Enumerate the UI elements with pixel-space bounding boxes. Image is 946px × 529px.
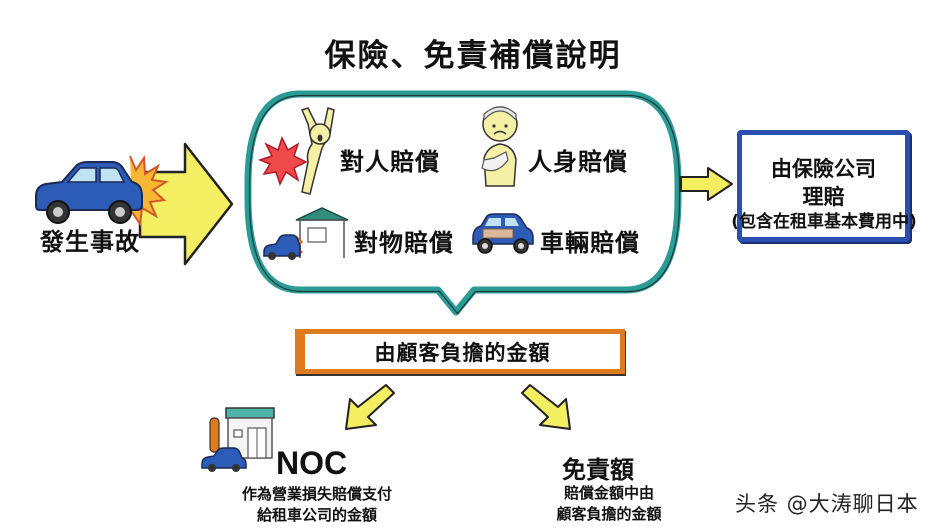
bandaged-person-icon <box>481 106 518 187</box>
injured-person-impact-icon <box>257 107 335 195</box>
watermark: 头条 @大涛聊日本 <box>735 492 919 516</box>
insurer-pays-box: 由保險公司 理賠 <box>737 130 910 242</box>
coverage-item-property-damage: 對物賠償 <box>354 229 454 257</box>
deductible-description: 賠償金額中由 顧客負擔的金額 <box>548 483 670 525</box>
accident-label: 發生事故 <box>40 228 140 256</box>
insurer-box-line1: 由保險公司 <box>771 157 876 181</box>
arrow-down-left-icon <box>345 384 395 430</box>
customer-box-label: 由顧客負擔的金額 <box>374 340 551 365</box>
customer-pays-box: 由顧客負擔的金額 <box>295 329 625 374</box>
coverage-speech-bubble <box>244 90 682 316</box>
rental-shop-icon <box>201 407 275 472</box>
noc-desc-line1: 作為營業損失賠償支付 <box>241 485 392 503</box>
noc-desc-line2: 給租車公司的金額 <box>256 506 377 524</box>
coverage-item-bodily-injury: 對人賠償 <box>340 148 440 176</box>
car-hits-house-icon <box>263 207 349 260</box>
coverage-item-personal-injury: 人身賠償 <box>528 148 628 176</box>
insurer-box-note: (包含在租車基本費用中) <box>731 212 917 232</box>
insurer-box-line2: 理賠 <box>802 185 845 209</box>
arrow-down-right-icon <box>521 384 571 430</box>
big-arrow-right-icon <box>138 142 234 266</box>
damaged-car-icon <box>472 213 534 254</box>
diagram-title: 保險、免責補償說明 <box>324 38 622 74</box>
deductible-title: 免責額 <box>562 456 634 484</box>
noc-title: NOC <box>276 445 348 481</box>
arrow-right-icon <box>680 167 733 201</box>
deductible-desc-line2: 顧客負擔的金額 <box>556 505 662 523</box>
crashed-car-icon <box>35 154 169 227</box>
deductible-desc-line1: 賠償金額中由 <box>563 484 654 502</box>
noc-description: 作為營業損失賠償支付 給租車公司的金額 <box>210 484 424 526</box>
coverage-item-vehicle-damage: 車輛賠償 <box>540 229 640 257</box>
